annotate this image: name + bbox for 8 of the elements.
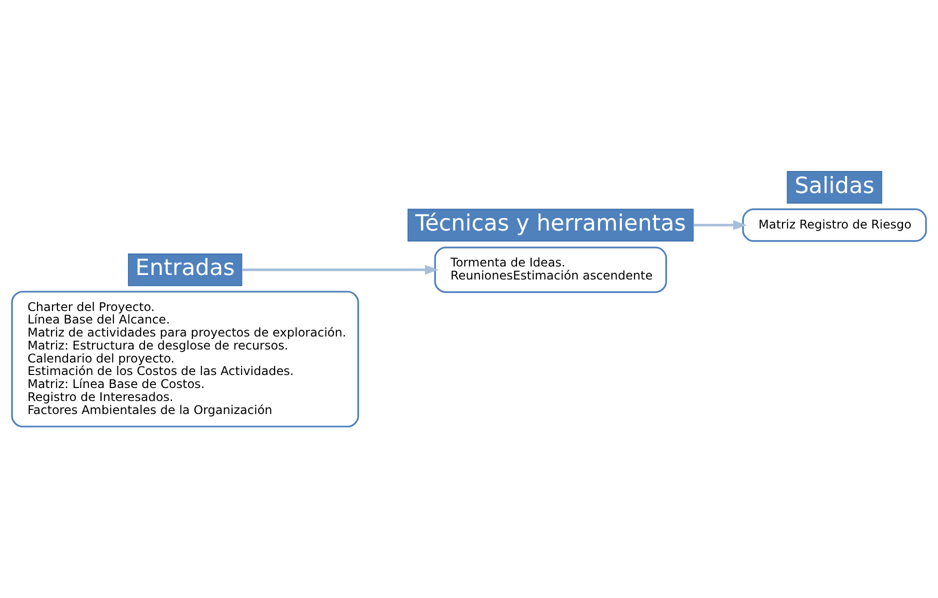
node-box: Matriz Registro de Riesgo bbox=[742, 208, 927, 242]
node-box: Técnicas y herramientas bbox=[408, 208, 694, 242]
node-box: Entradas bbox=[128, 253, 242, 286]
node-box: Charter del Proyecto. Línea Base del Alcance. Matriz de actividades para proyectos de exploración. Matriz: Estructura de desglose de recursos. Calendario del proyecto. Estimación de los Costos de las Actividades. Matriz: Línea Base de Costos. Registro de Interesados. Factores Ambientales de la Organización bbox=[11, 290, 360, 428]
node-box: Tormenta de Ideas. ReunionesEstimación ascendente bbox=[434, 246, 667, 293]
arrow bbox=[693, 220, 747, 230]
arrow bbox=[242, 264, 439, 275]
node-box: Salidas bbox=[786, 171, 882, 204]
